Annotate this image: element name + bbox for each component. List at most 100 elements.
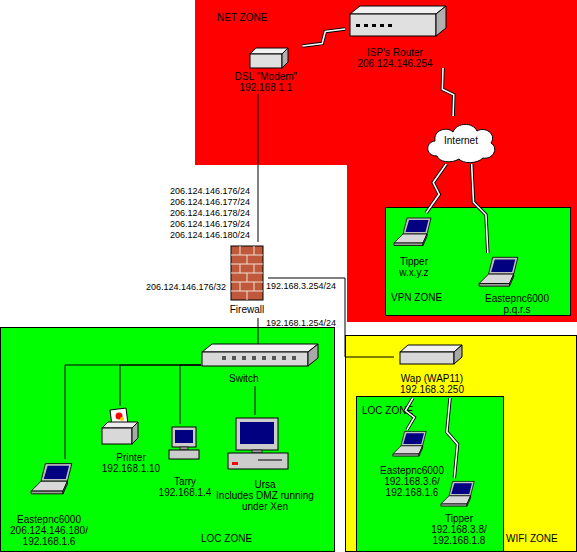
label-block: LOC ZONE <box>362 405 432 416</box>
device-node: Firewall <box>226 242 268 318</box>
device-label: ISP's Router <box>345 47 445 58</box>
router-front <box>350 14 436 36</box>
device-label: Tarry <box>156 476 214 487</box>
laptop-icon <box>479 257 518 286</box>
wap-side <box>454 345 462 364</box>
interface-address: 206.124.146.176/32 <box>146 282 226 293</box>
printer-icon <box>102 408 138 444</box>
laptop-icon <box>393 431 426 456</box>
laptop-icon <box>441 481 474 506</box>
label-block: Eastepnc6000192.168.3.6/ 192.168.1.6 <box>374 465 450 498</box>
device-node: DSL "Modem"192.168.1.1 <box>228 46 304 94</box>
interface-address: 192.168.3.254/24 <box>266 281 336 292</box>
wireless-link <box>426 164 446 213</box>
pc-base <box>169 450 199 459</box>
switch-side <box>308 344 318 366</box>
device-label: 206.124.146.254 <box>345 58 445 69</box>
printer-print <box>116 413 123 420</box>
server-screen <box>240 422 274 444</box>
zone-label: LOC ZONE <box>201 533 291 544</box>
bolt-outline <box>303 29 346 46</box>
wire-line <box>255 386 256 415</box>
switch-top <box>202 344 318 352</box>
network-link <box>268 278 394 357</box>
modem-side <box>282 48 288 68</box>
wire-line <box>268 278 394 357</box>
printer-top <box>102 422 138 428</box>
firewall-wall <box>231 246 263 300</box>
device-label: w.x.y.z <box>389 267 439 278</box>
pc-screen <box>175 430 193 443</box>
router-lights <box>356 24 392 27</box>
zone-band: NET ZONE DSL "Modem"192.168.1.1 ISP's Rout… <box>195 0 577 322</box>
server-drive <box>258 460 282 461</box>
bolt-core <box>472 164 488 253</box>
label-block: NET ZONE <box>217 12 307 23</box>
label-block: Tipper192.168.3.8/ 192.168.1.8 <box>426 513 492 546</box>
wireless-link <box>472 164 488 253</box>
label-block: Printer192.168.1.10 <box>96 452 166 474</box>
router-top <box>350 6 446 14</box>
wire-line <box>120 365 201 406</box>
zone-band: LOC ZONE Eastepnc6000192.168.3.6/ 192.168… <box>356 396 504 552</box>
device-label: Printer <box>96 452 166 463</box>
pc-monitor <box>172 427 196 447</box>
device-label: Eastepnc6000 <box>374 465 450 476</box>
zone-band: LOC ZONESwitchEastepnc6000206.124.146.18… <box>0 327 335 552</box>
wap-icon <box>400 345 462 364</box>
device-label: Eastepnc6000 <box>6 514 92 525</box>
zone-band: WIFI ZONEWap (WAP11)192.168.3.250LOC ZON… <box>345 335 577 552</box>
laptop-icon <box>394 218 431 246</box>
wireless-link <box>303 29 346 46</box>
device-label: 192.168.1.4 <box>156 487 214 498</box>
pc-stand <box>180 447 188 450</box>
label-block: Eastepnc6000p.q.r.s <box>469 293 565 315</box>
label-block: Internet <box>423 135 499 146</box>
label-block: LOC ZONE <box>201 533 291 544</box>
wireless-link <box>447 398 458 478</box>
device-label: 192.168.3.250 <box>394 384 470 395</box>
device-label: 192.168.1.10 <box>96 463 166 474</box>
router-side <box>436 6 446 36</box>
server-monitor <box>236 418 278 450</box>
bolt-outline <box>426 164 446 213</box>
bolt-outline <box>472 164 488 253</box>
device-node: Eastepnc6000192.168.3.6/ 192.168.1.6 <box>374 430 450 500</box>
zone-label: NET ZONE <box>217 12 307 23</box>
bolt-core <box>303 29 346 46</box>
network-link <box>180 365 201 424</box>
firewall-mortar <box>231 246 263 300</box>
switch-ports <box>222 356 296 360</box>
printer-side <box>132 422 138 444</box>
zone-band: VPN ZONETipperw.x.y.zEastepnc6000p.q.r.s <box>385 207 571 316</box>
device-node: Wap (WAP11)192.168.3.250 <box>394 342 470 398</box>
bolt-core <box>447 398 458 478</box>
device-label: Firewall <box>226 304 268 315</box>
switch-icon <box>202 344 318 366</box>
server-stand <box>252 450 262 453</box>
firewall-icon <box>231 246 263 300</box>
network-link <box>120 365 201 406</box>
server-case <box>228 453 288 469</box>
label-block: UrsaIncludes DMZ running under Xen <box>209 479 321 512</box>
interface-address: 206.124.146.177/24 <box>170 197 250 208</box>
device-node: Tarry192.168.1.4 <box>156 424 214 497</box>
wireless-link <box>405 398 414 430</box>
modem-front <box>250 54 282 68</box>
label-block: Wap (WAP11)192.168.3.250 <box>394 373 470 395</box>
device-node: UrsaIncludes DMZ running under Xen <box>209 415 321 513</box>
zone-outline <box>195 0 577 322</box>
device-node: Printer192.168.1.10 <box>96 406 166 476</box>
zone-label: VPN ZONE <box>391 292 481 303</box>
interface-address: 206.124.146.179/24 <box>170 219 250 230</box>
pc-icon <box>169 427 199 459</box>
device-label: 192.168.3.8/ 192.168.1.8 <box>426 524 492 546</box>
device-node: Switch <box>201 344 319 386</box>
router-icon <box>350 6 446 36</box>
bolt-core <box>442 68 453 116</box>
device-label: Ursa <box>209 479 321 490</box>
modem-icon <box>250 48 288 68</box>
